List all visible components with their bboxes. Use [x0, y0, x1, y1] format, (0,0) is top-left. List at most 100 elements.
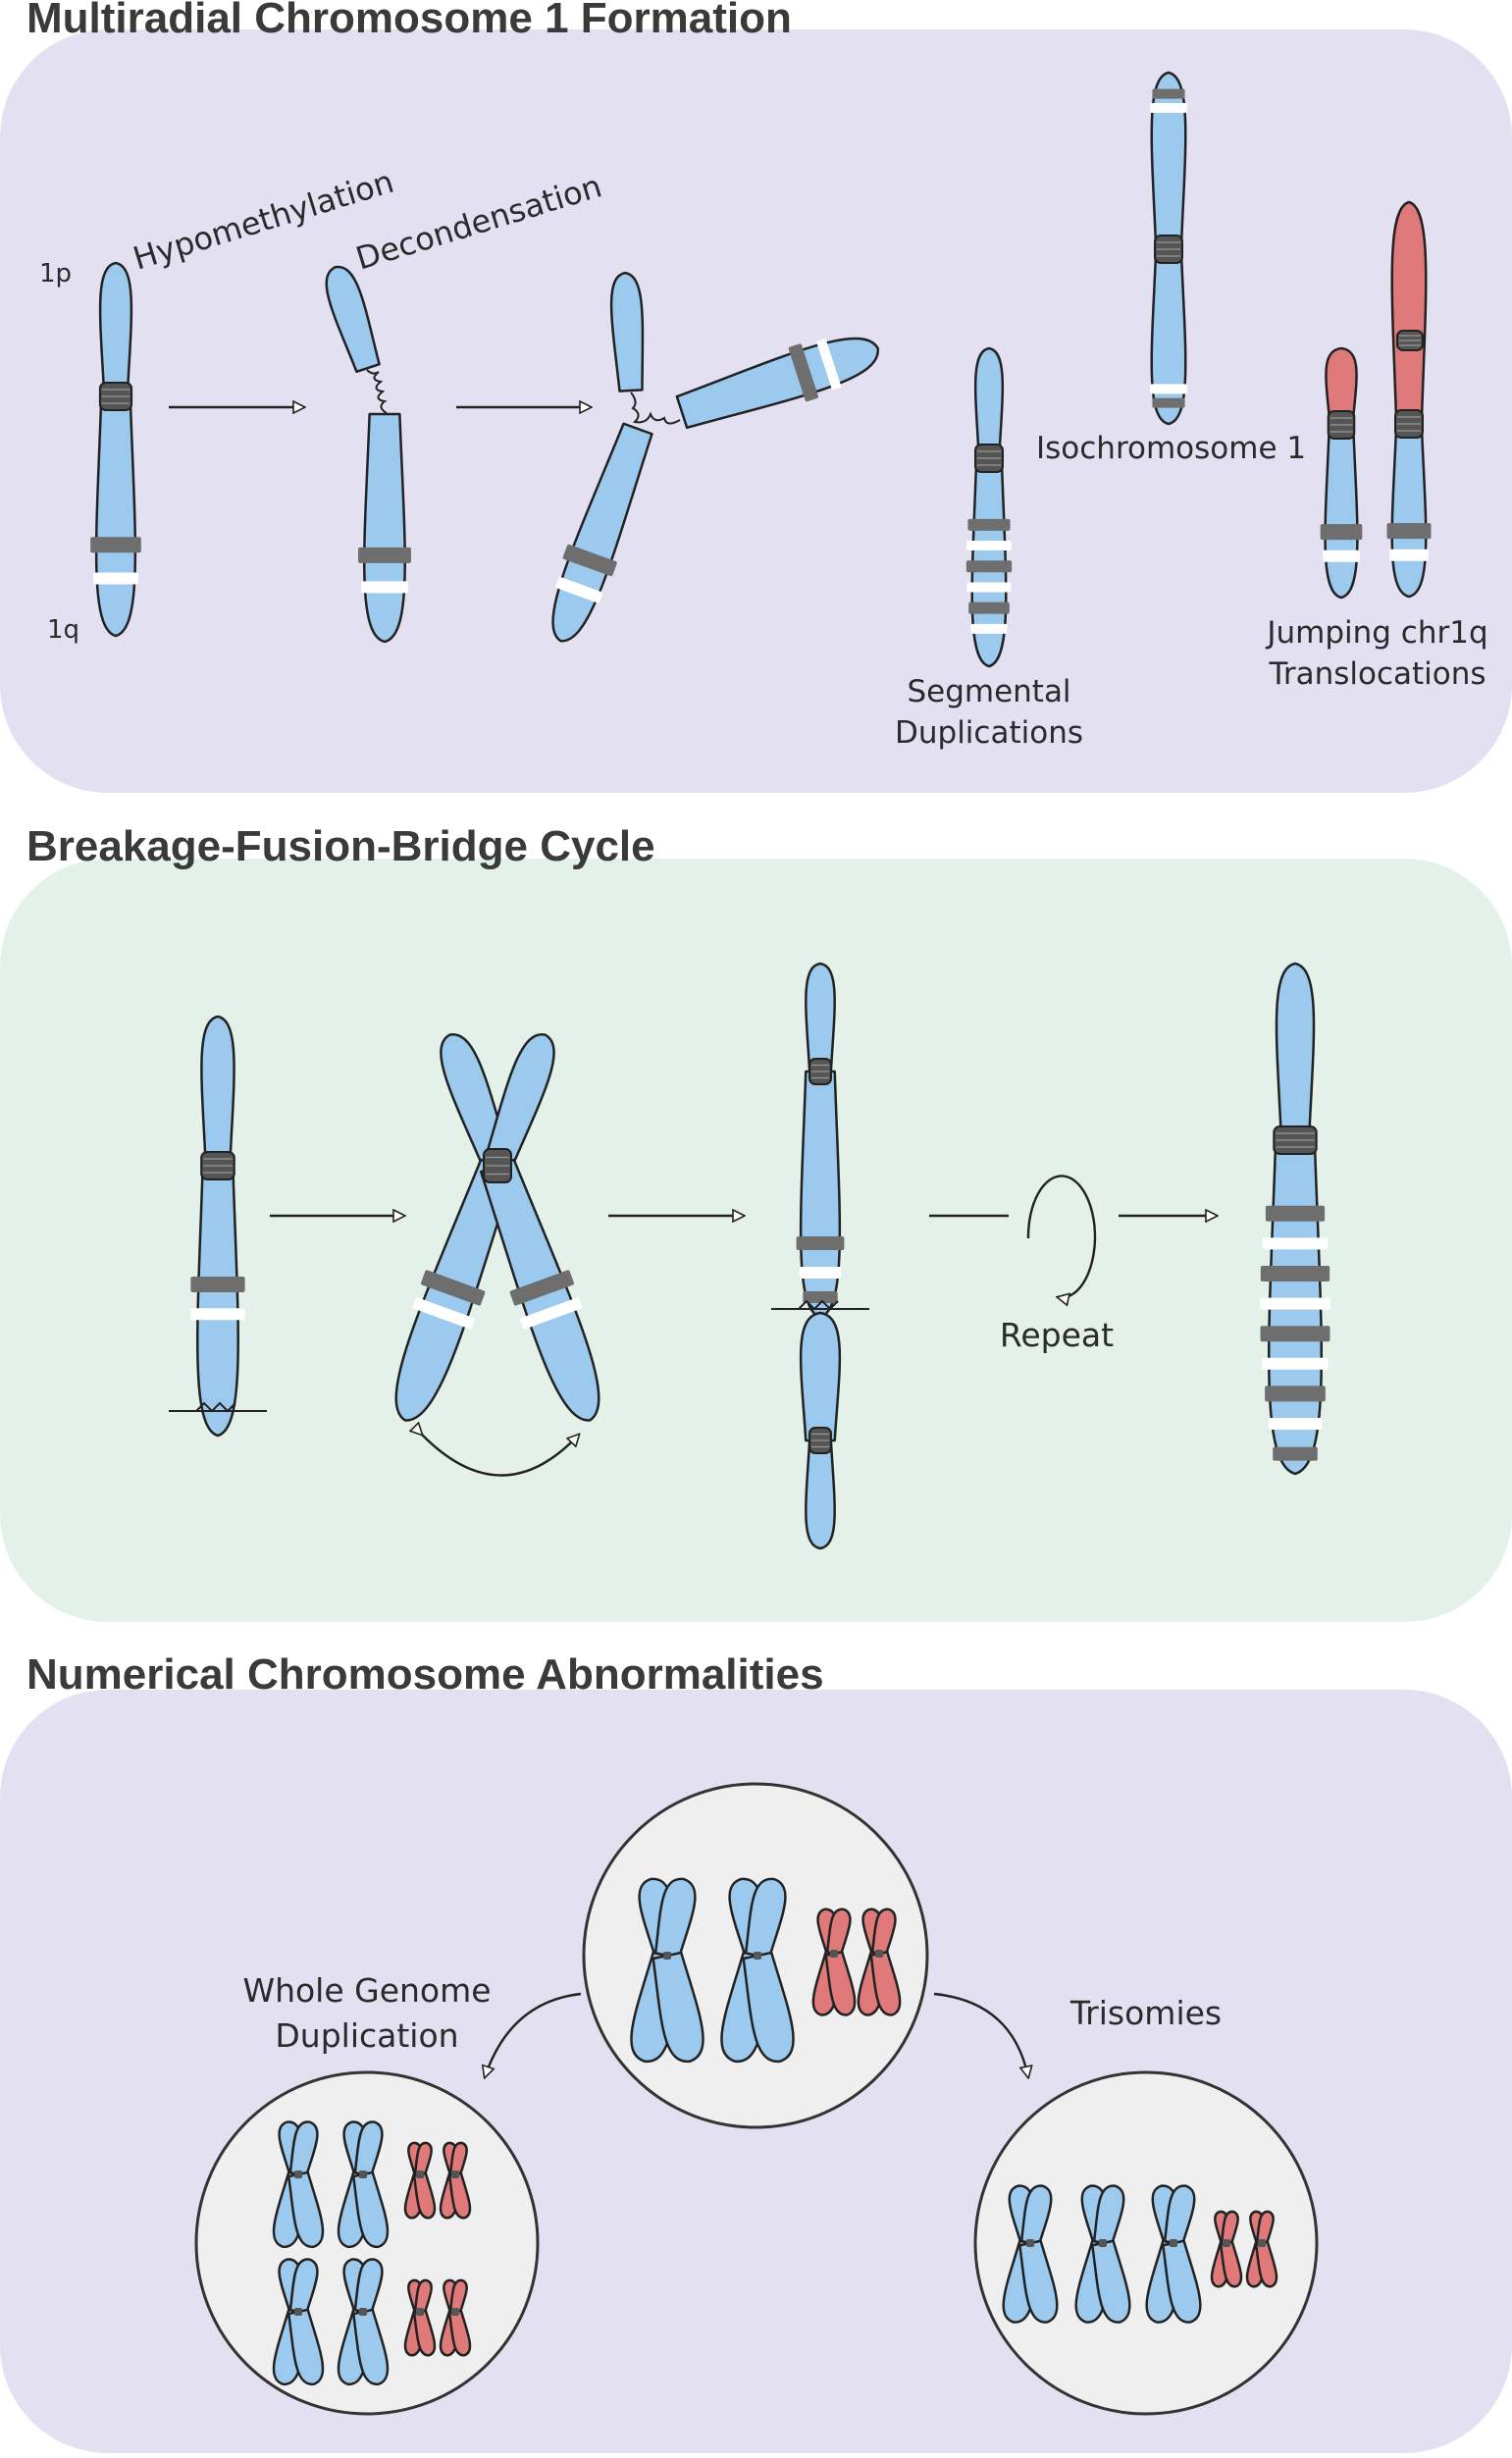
chromosome-arm	[447, 2171, 472, 2220]
centromere	[1394, 409, 1424, 439]
chromosome-arm	[1390, 422, 1428, 599]
label-jumping-2: Translocations	[1268, 656, 1486, 692]
label-segmental-1: Segmental	[907, 674, 1070, 709]
x-chromosome	[720, 1877, 795, 2064]
x-chromosome	[1145, 2184, 1202, 2324]
label-segmental-2: Duplications	[895, 715, 1083, 751]
chromosome-arm	[744, 1877, 787, 1960]
chromosome-arm-group	[412, 2309, 437, 2357]
chromosome-arm-group	[448, 2278, 468, 2315]
chromosome-band-gray	[90, 537, 141, 553]
chromosome-arm-group	[190, 1164, 245, 1438]
chromosome-arm-group	[353, 2258, 384, 2315]
chromosome-arm-group	[447, 2309, 472, 2357]
x-chromosome	[337, 2120, 390, 2249]
chromosome-band-gray	[190, 1277, 245, 1292]
chromosome-band-gray	[796, 1236, 845, 1250]
chromosome-band-gray	[1273, 1446, 1318, 1461]
chromosome-arm	[805, 962, 836, 1073]
chromosome-arm	[799, 1070, 842, 1319]
chromosome-band-gray	[1320, 524, 1363, 541]
chromosome-arm-group	[287, 2308, 325, 2386]
label-repeat: Repeat	[1000, 1316, 1114, 1354]
chromosome-arm-group	[805, 1438, 836, 1550]
chromosome-arm	[1019, 2184, 1053, 2247]
chromosome-arm-group	[200, 1015, 235, 1168]
chromosome-arm	[196, 1164, 239, 1438]
cell-trisomy	[973, 2070, 1319, 2416]
chromosome-arm	[869, 1950, 902, 2016]
chromosome-band-gray	[1265, 1386, 1326, 1402]
label-1q: 1q	[47, 615, 79, 645]
chromosome-arm-group	[483, 1033, 555, 1173]
chromosome-1-decondensing	[325, 265, 411, 644]
chromosome-band-white	[520, 1297, 583, 1330]
chromosome-arm	[1162, 2239, 1202, 2324]
chromosome-arm-group	[799, 1311, 842, 1442]
chromosome-arm	[1275, 962, 1316, 1142]
chromosome-arm-group	[1219, 2240, 1243, 2288]
label-wgd-2: Duplication	[275, 2016, 458, 2055]
chromosome-arm	[1150, 71, 1187, 251]
chromosome-arm	[805, 1438, 836, 1550]
x-chromosome	[1210, 2210, 1243, 2288]
chromosome-band-gray	[1152, 88, 1185, 99]
arrow-to-trisomy	[933, 1992, 1028, 2077]
chromosome-arm-group	[288, 2120, 319, 2177]
chromosome-arm-group	[652, 1951, 704, 2064]
chromosome-band-white	[1323, 549, 1360, 562]
chromosome-arm-group	[351, 2308, 390, 2386]
chromosome-arm	[325, 265, 381, 374]
chromosome-arm	[742, 1951, 795, 2064]
centromere	[1327, 410, 1356, 440]
chromosome-arm	[652, 1951, 704, 2064]
chromosome-arm-group	[675, 337, 879, 430]
chromosome-band-white	[970, 623, 1008, 634]
chromosome-arm-group	[413, 2141, 433, 2177]
chromosome-arm	[1219, 2240, 1243, 2288]
chromosome-band-white	[555, 577, 603, 603]
x-chromosome	[1074, 2184, 1131, 2324]
chromosome-arm-group	[1220, 2210, 1239, 2246]
chromosome-arm	[353, 2258, 384, 2315]
chromosome-band-gray	[968, 601, 1010, 614]
chromosome-arm	[1324, 423, 1359, 600]
bfb-chromosome-broken	[190, 1015, 245, 1438]
x-chromosome	[403, 2278, 437, 2357]
bfb-dicentric-bridge	[771, 962, 869, 1550]
chromosome-arm	[1254, 2240, 1278, 2288]
chromosome-band-white	[412, 1297, 475, 1330]
chromosome-arm-group	[744, 1877, 787, 1960]
x-chromosome	[630, 1877, 704, 2064]
cell-whole-genome-duplication	[194, 2070, 540, 2416]
chromosome-arm-group	[796, 1070, 845, 1319]
panel-bfb-cycle	[0, 859, 1512, 1622]
chromosome-arm-group	[609, 271, 645, 392]
chromosome-arm-group	[653, 1877, 697, 1960]
centromere	[200, 1151, 235, 1180]
chromosome-band-white	[361, 581, 408, 594]
chromosome-arm	[653, 1877, 697, 1960]
x-chromosome	[403, 2141, 437, 2220]
chromosome-arm-group	[1019, 2184, 1053, 2247]
chromosome-arm-group	[447, 2171, 472, 2220]
chromosome-band-gray	[788, 343, 818, 402]
break-point	[798, 1299, 839, 1311]
centromere	[1154, 235, 1183, 264]
chromosome-arm	[1018, 2239, 1059, 2324]
label-wgd-1: Whole Genome	[242, 1971, 491, 2010]
chromosome-band-white	[1150, 384, 1187, 394]
chromosome-1-multiradial	[551, 271, 879, 643]
chromosome-band-gray	[562, 544, 617, 577]
x-chromosome	[1245, 2210, 1278, 2288]
chromosome-band-gray	[1265, 1205, 1326, 1222]
chromosome-arm-group	[1162, 2239, 1202, 2324]
label-1p: 1p	[39, 259, 72, 288]
chromosome-arm	[1163, 2184, 1196, 2247]
chromosome-arm	[1325, 346, 1358, 427]
bfb-sister-chromatids	[394, 1033, 600, 1477]
chromosome-arm	[447, 2309, 472, 2357]
cell-normal	[582, 1782, 929, 2129]
chromosome-arm-group	[1163, 2184, 1196, 2247]
chromosome-arm-group	[287, 2170, 325, 2249]
